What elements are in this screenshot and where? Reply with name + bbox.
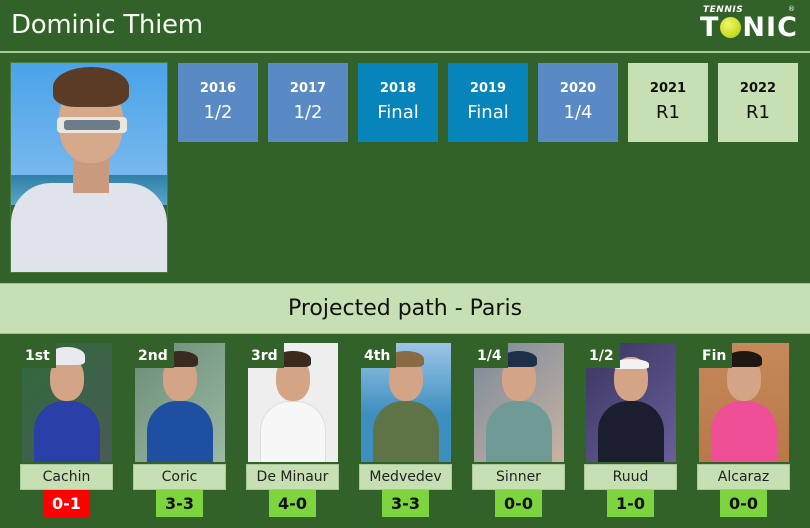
opponent-photo bbox=[474, 343, 564, 462]
year-result-2018: 2018 Final bbox=[358, 63, 438, 142]
opponent-card-cachin[interactable]: 1st Cachin 0-1 bbox=[20, 343, 113, 523]
opponent-name: Medvedev bbox=[359, 464, 452, 490]
year-result: 1/2 bbox=[293, 102, 323, 123]
h2h-score: 0-0 bbox=[720, 490, 767, 517]
year-label: 2019 bbox=[469, 81, 507, 96]
opponent-name: Cachin bbox=[20, 464, 113, 490]
year-result: Final bbox=[467, 102, 509, 123]
opponent-photo bbox=[586, 343, 676, 462]
opponent-name: Alcaraz bbox=[697, 464, 790, 490]
opponent-card-de-minaur[interactable]: 3rd De Minaur 4-0 bbox=[246, 343, 339, 523]
h2h-score: 3-3 bbox=[156, 490, 203, 517]
player-name-title: Dominic Thiem bbox=[11, 10, 203, 40]
projected-path-banner: Projected path - Paris bbox=[0, 283, 810, 334]
opponent-name: Coric bbox=[133, 464, 226, 490]
h2h-score: 1-0 bbox=[607, 490, 654, 517]
tennis-ball-icon bbox=[720, 17, 742, 38]
opponent-name: De Minaur bbox=[246, 464, 339, 490]
round-tag: 1/4 bbox=[472, 343, 508, 368]
opponent-card-sinner[interactable]: 1/4 Sinner 0-0 bbox=[472, 343, 565, 523]
opponent-name: Sinner bbox=[472, 464, 565, 490]
opponent-card-alcaraz[interactable]: Fin Alcaraz 0-0 bbox=[697, 343, 790, 523]
year-result-2019: 2019 Final bbox=[448, 63, 528, 142]
year-label: 2020 bbox=[559, 81, 597, 96]
opponent-name: Ruud bbox=[584, 464, 677, 490]
h2h-score: 0-1 bbox=[43, 490, 90, 517]
round-tag: 3rd bbox=[246, 343, 284, 368]
opponent-card-ruud[interactable]: 1/2 Ruud 1-0 bbox=[584, 343, 677, 523]
year-result: R1 bbox=[656, 102, 680, 123]
round-tag: 2nd bbox=[133, 343, 174, 368]
sunglasses bbox=[57, 117, 127, 133]
round-tag: 1/2 bbox=[584, 343, 620, 368]
h2h-score: 3-3 bbox=[382, 490, 429, 517]
year-result: Final bbox=[377, 102, 419, 123]
projected-path-title: Projected path - Paris bbox=[287, 296, 523, 321]
h2h-score: 4-0 bbox=[269, 490, 316, 517]
opponent-card-coric[interactable]: 2nd Coric 3-3 bbox=[133, 343, 226, 523]
registered-mark: ® bbox=[788, 5, 795, 13]
year-label: 2016 bbox=[199, 81, 237, 96]
year-label: 2018 bbox=[379, 81, 417, 96]
year-result-2017: 2017 1/2 bbox=[268, 63, 348, 142]
year-result-2016: 2016 1/2 bbox=[178, 63, 258, 142]
year-result: R1 bbox=[746, 102, 770, 123]
round-tag: 4th bbox=[359, 343, 397, 368]
h2h-score: 0-0 bbox=[495, 490, 542, 517]
logo-small-text: TENNIS bbox=[703, 5, 744, 15]
year-result-2021: 2021 R1 bbox=[628, 63, 708, 142]
year-result-2020: 2020 1/4 bbox=[538, 63, 618, 142]
year-label: 2021 bbox=[649, 81, 687, 96]
year-label: 2017 bbox=[289, 81, 327, 96]
title-divider bbox=[0, 51, 810, 53]
player-photo bbox=[10, 62, 168, 273]
round-tag: 1st bbox=[20, 343, 56, 368]
round-tag: Fin bbox=[697, 343, 733, 368]
year-result-2022: 2022 R1 bbox=[718, 63, 798, 142]
opponent-card-medvedev[interactable]: 4th Medvedev 3-3 bbox=[359, 343, 452, 523]
year-result: 1/4 bbox=[563, 102, 593, 123]
opponent-photo bbox=[22, 343, 112, 462]
year-result: 1/2 bbox=[203, 102, 233, 123]
year-label: 2022 bbox=[739, 81, 777, 96]
